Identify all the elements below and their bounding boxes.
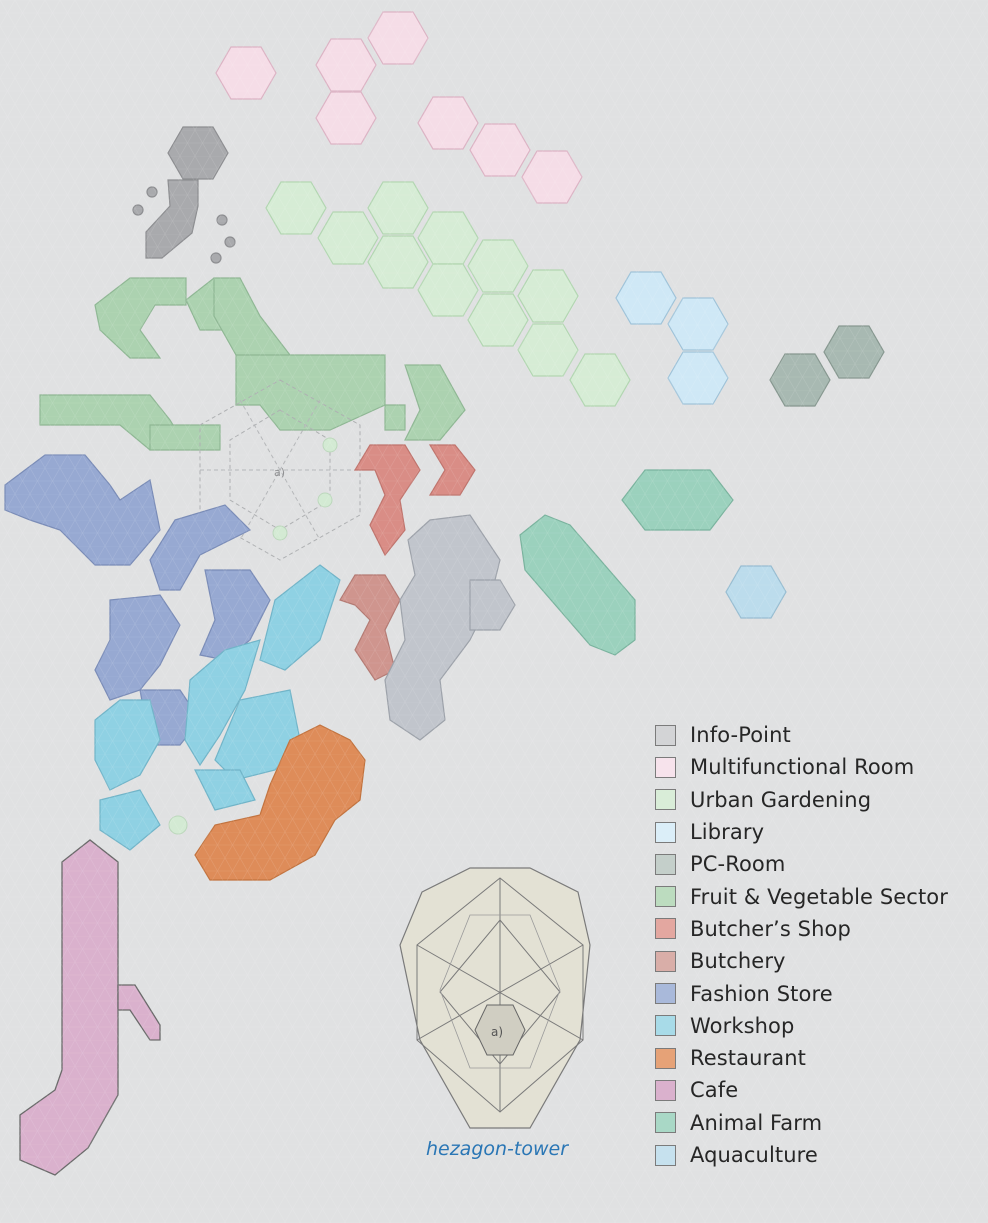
zone-animal-farm xyxy=(520,470,733,655)
legend-label: Multifunctional Room xyxy=(690,755,914,779)
zone-library xyxy=(616,272,728,404)
legend-swatch xyxy=(655,951,676,972)
legend-label: Aquaculture xyxy=(690,1143,818,1167)
legend-swatch xyxy=(655,1048,676,1069)
legend-label: Urban Gardening xyxy=(690,788,871,812)
legend-label: Workshop xyxy=(690,1014,794,1038)
legend-item: Fruit & Vegetable Sector xyxy=(655,880,948,912)
legend-item: Restaurant xyxy=(655,1042,948,1074)
legend-item: Fashion Store xyxy=(655,977,948,1009)
zone-multifunctional-room xyxy=(216,12,582,203)
room-hex xyxy=(168,127,228,179)
legend-swatch xyxy=(655,1145,676,1166)
tower-center-label: a) xyxy=(491,1025,503,1039)
legend-swatch xyxy=(655,918,676,939)
legend-swatch xyxy=(655,1015,676,1036)
room-hex xyxy=(216,47,276,99)
tower-caption: hezagon-tower xyxy=(416,1138,578,1160)
legend-label: Restaurant xyxy=(690,1046,806,1070)
legend-item: Urban Gardening xyxy=(655,784,948,816)
legend-item: Butchery xyxy=(655,945,948,977)
legend-label: Butchery xyxy=(690,949,786,973)
zone-aquaculture xyxy=(726,566,786,618)
legend-swatch xyxy=(655,1080,676,1101)
legend-label: Animal Farm xyxy=(690,1111,822,1135)
legend-label: Info-Point xyxy=(690,723,791,747)
room-hex xyxy=(522,151,582,203)
legend-item: Workshop xyxy=(655,1010,948,1042)
legend-swatch xyxy=(655,725,676,746)
legend-label: Fashion Store xyxy=(690,982,833,1006)
legend-item: Multifunctional Room xyxy=(655,751,948,783)
zone-info-point-mid xyxy=(385,515,515,740)
legend-swatch xyxy=(655,822,676,843)
legend-swatch xyxy=(655,1112,676,1133)
legend-item: Animal Farm xyxy=(655,1107,948,1139)
legend-item: Info-Point xyxy=(655,719,948,751)
legend-swatch xyxy=(655,757,676,778)
zone-fruit-vegetable xyxy=(40,278,465,450)
zone-pc-room xyxy=(770,326,884,406)
legend-label: Library xyxy=(690,820,764,844)
legend-swatch xyxy=(655,983,676,1004)
legend-label: Fruit & Vegetable Sector xyxy=(690,885,948,909)
zone-info-point-top xyxy=(133,127,235,263)
legend-label: Butcher’s Shop xyxy=(690,917,851,941)
room-hex xyxy=(316,39,376,91)
legend-item: PC-Room xyxy=(655,848,948,880)
legend-item: Library xyxy=(655,816,948,848)
zone-cafe xyxy=(20,840,160,1175)
room-hex xyxy=(368,12,428,64)
legend-item: Cafe xyxy=(655,1074,948,1106)
legend-label: Cafe xyxy=(690,1078,738,1102)
plan-center-label: a) xyxy=(274,466,285,479)
hexagon-tower: a) xyxy=(400,868,590,1128)
legend-swatch xyxy=(655,789,676,810)
legend-label: PC-Room xyxy=(690,852,785,876)
legend-swatch xyxy=(655,886,676,907)
room-hex xyxy=(418,97,478,149)
legend-swatch xyxy=(655,854,676,875)
zone-butchery xyxy=(340,575,400,680)
legend-item: Aquaculture xyxy=(655,1139,948,1171)
room-hex xyxy=(316,92,376,144)
room-hex xyxy=(470,124,530,176)
legend-item: Butcher’s Shop xyxy=(655,913,948,945)
